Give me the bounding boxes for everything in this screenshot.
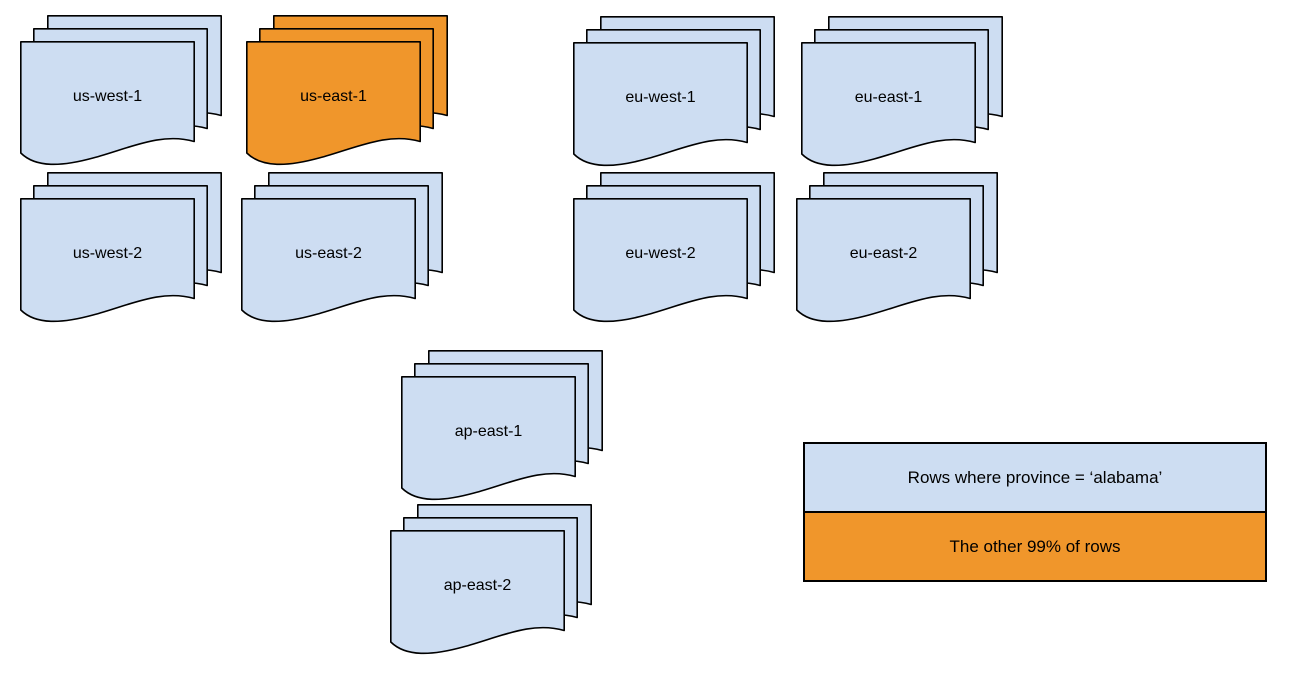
document-sheet <box>241 198 416 323</box>
region-stack-us-east-2: us-east-2 <box>241 172 443 325</box>
document-sheet <box>246 41 421 166</box>
region-label: eu-west-2 <box>625 245 696 262</box>
region-label: eu-west-1 <box>625 89 696 106</box>
region-stack-us-east-1: us-east-1 <box>246 15 448 168</box>
document-sheet <box>401 376 576 501</box>
region-label: eu-east-2 <box>849 245 918 262</box>
document-sheet <box>20 198 195 323</box>
region-label: us-east-2 <box>295 245 362 262</box>
region-label: us-east-1 <box>300 88 367 105</box>
region-stack-eu-west-2: eu-west-2 <box>573 172 775 325</box>
region-stack-us-west-1: us-west-1 <box>20 15 222 168</box>
region-label: ap-east-1 <box>454 423 523 440</box>
region-stack-us-west-2: us-west-2 <box>20 172 222 325</box>
region-label: us-west-1 <box>72 88 143 105</box>
region-label: ap-east-2 <box>443 577 512 594</box>
document-sheet <box>573 42 748 167</box>
legend: Rows where province = ‘alabama’The other… <box>803 442 1267 582</box>
legend-item-orange: The other 99% of rows <box>805 511 1265 580</box>
region-label: us-west-2 <box>72 245 143 262</box>
document-sheet <box>573 198 748 323</box>
region-stack-ap-east-1: ap-east-1 <box>401 350 603 503</box>
region-stack-eu-west-1: eu-west-1 <box>573 16 775 169</box>
legend-item-blue: Rows where province = ‘alabama’ <box>805 444 1265 511</box>
document-sheet <box>801 42 976 167</box>
document-sheet <box>796 198 971 323</box>
region-stack-eu-east-2: eu-east-2 <box>796 172 998 325</box>
region-stack-ap-east-2: ap-east-2 <box>390 504 592 657</box>
document-sheet <box>20 41 195 166</box>
region-label: eu-east-1 <box>854 89 923 106</box>
document-sheet <box>390 530 565 655</box>
region-stack-eu-east-1: eu-east-1 <box>801 16 1003 169</box>
